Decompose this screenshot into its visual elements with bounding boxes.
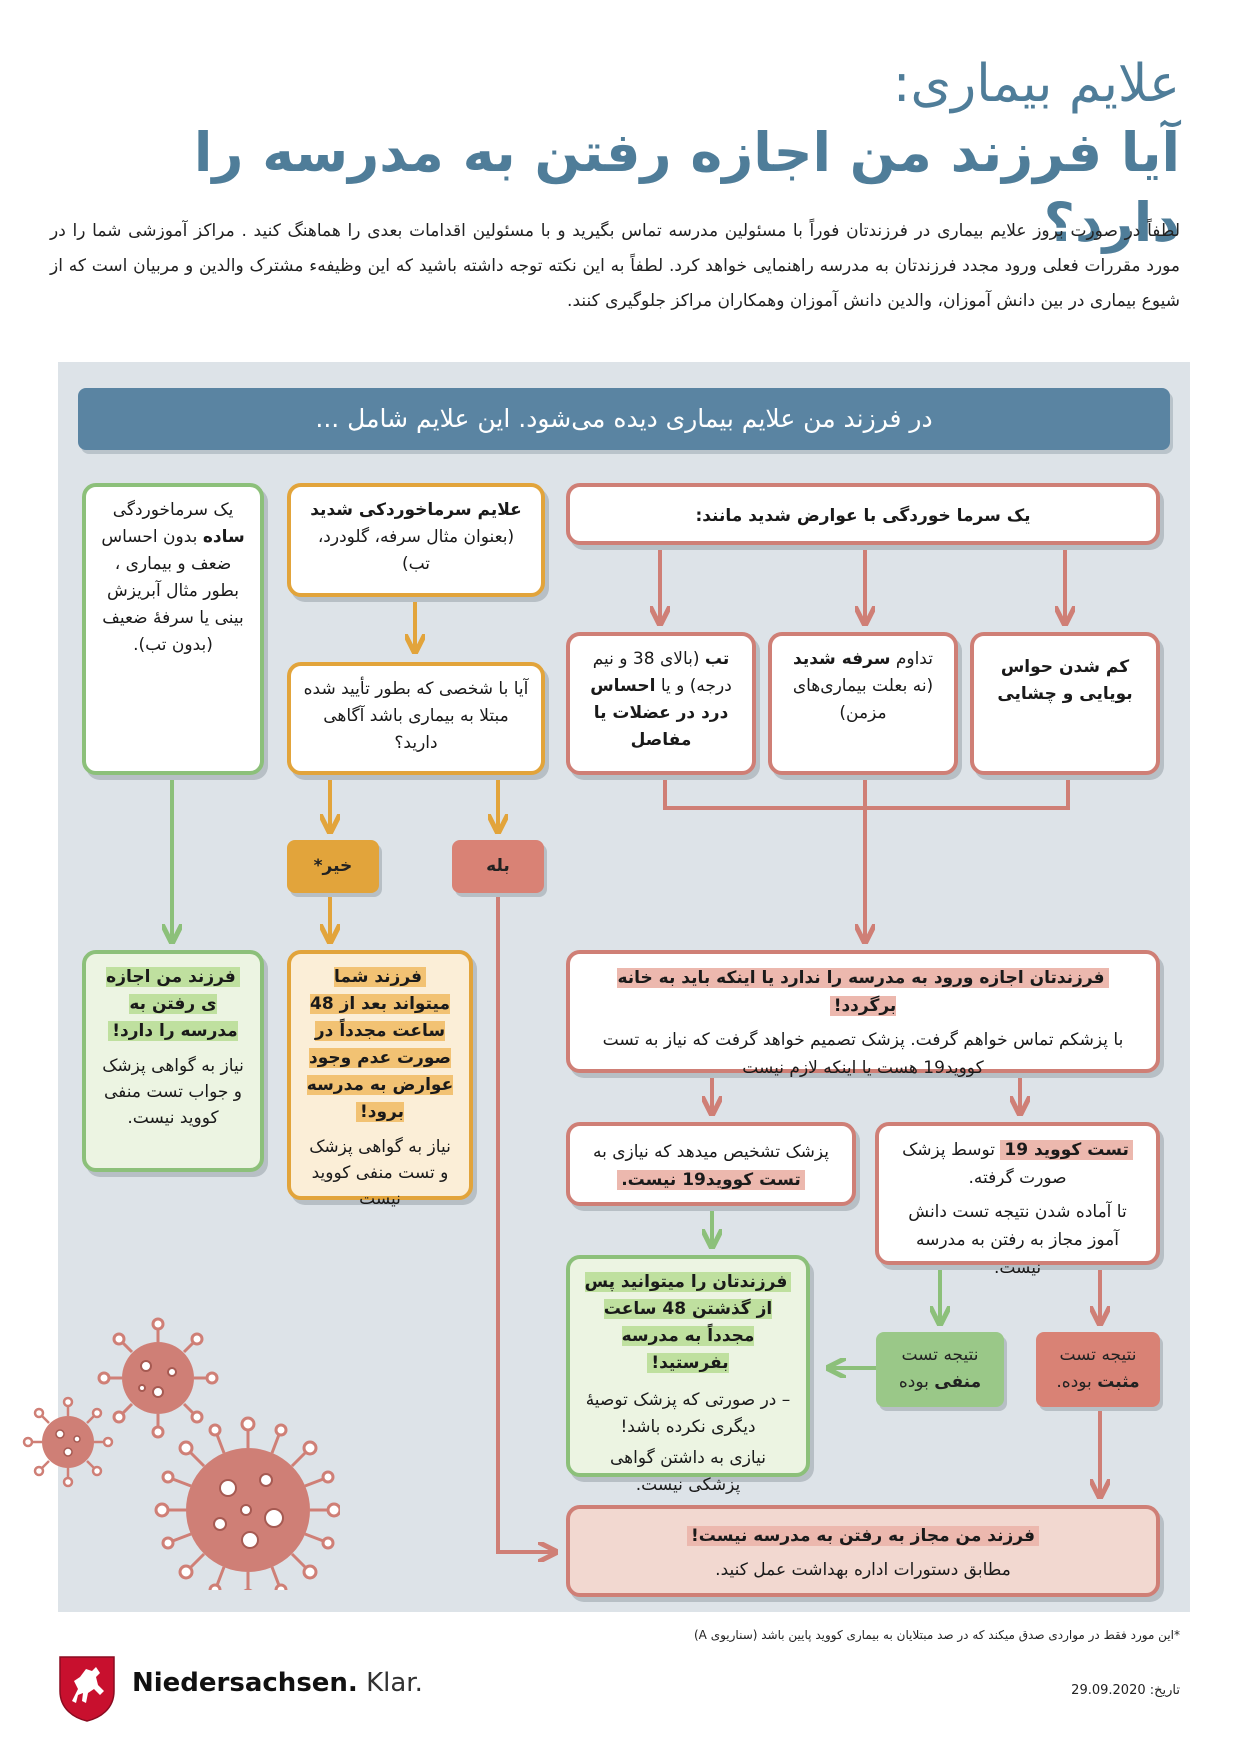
- footnote: *این مورد فقط در مواردی صدق میکند که در …: [693, 1628, 1180, 1642]
- title-line2: آیا فرزند من اجازه رفتن به مدرسه را دارد…: [193, 121, 1180, 254]
- not-allowed-title: فرزند من مجاز به رفتن به مدرسه نیست!: [687, 1526, 1039, 1546]
- mild-cold-bold: ساده: [202, 527, 245, 547]
- title-line1: علایم بیماری:: [892, 54, 1180, 114]
- no-test-hl: تست کووید19 نیست.: [617, 1170, 805, 1190]
- not-allowed-text: مطابق دستورات اداره بهداشت عمل کنید.: [715, 1560, 1011, 1580]
- test-done-box: تست کووید 19 توسط پزشک صورت گرفته. تا آم…: [875, 1122, 1160, 1278]
- severe-symptoms-text: یک سرما خوردگی با عوارض شدید مانند:: [695, 506, 1031, 526]
- contact-question-text: آیا با شخصی که بطور تأیید شده مبتلا به ب…: [303, 679, 529, 753]
- brand-name-main: Niedersachsen.: [132, 1668, 358, 1698]
- mild-cold-pre: یک سرماخوردگی: [112, 500, 234, 520]
- mild-cold-post: بدون احساس ضعف و بیماری ، بطور مثال آبری…: [101, 527, 244, 655]
- symptom-cough-box: تداوم سرفه شدید (نه بعلت بیماری‌های مزمن…: [768, 632, 958, 775]
- outcome-48h-title: فرزند شما میتواند بعد از 48 ساعت مجدداً …: [306, 967, 454, 1122]
- answer-no: خیر*: [287, 840, 379, 893]
- positive-result-box: نتیجه تست مثبت بوده.: [1036, 1332, 1160, 1407]
- date-value: 29.09.2020: [1071, 1683, 1146, 1698]
- outcome-48h-box: فرزند شما میتواند بعد از 48 ساعت مجدداً …: [287, 950, 473, 1209]
- positive-pre: نتیجه تست: [1059, 1345, 1137, 1365]
- return-48h-title: فرزندتان را میتوانید پس از گذشتن 48 ساعت…: [584, 1272, 792, 1373]
- symptom-fever-box: تب (بالای 38 و نیم درجه) و یا احساس درد …: [566, 632, 756, 775]
- doctor-contact-text: با پزشکم تماس خواهم گرفت. پزشک تصمیم خوا…: [602, 1030, 1124, 1078]
- symptom-cough-bold: سرفه شدید: [793, 649, 891, 669]
- doctor-contact-box: فرزندتان اجازه ورود به مدرسه را ندارد یا…: [566, 950, 1160, 1078]
- negative-result-box: نتیجه تست منفی بوده: [876, 1332, 1004, 1407]
- negative-bold: منفی: [934, 1372, 982, 1392]
- horse-logo-icon: [59, 1656, 115, 1722]
- date-label: تاریخ:: [1149, 1683, 1180, 1698]
- return-48h-box: فرزندتان را میتوانید پس از گذشتن 48 ساعت…: [566, 1255, 810, 1495]
- symptom-cough-post: (نه بعلت بیماری‌های مزمن): [792, 676, 934, 723]
- mild-cold-box: یک سرماخوردگی ساده بدون احساس ضعف و بیما…: [82, 483, 264, 775]
- symptom-fever-mid: (بالای 38 و نیم درجه) و یا: [592, 649, 732, 696]
- symptom-fever-bold2: احساس درد در عضلات یا مفاصل: [590, 676, 729, 750]
- positive-post: بوده.: [1056, 1372, 1092, 1392]
- doctor-contact-title: فرزندتان اجازه ورود به مدرسه را ندارد یا…: [617, 968, 1109, 1016]
- test-done-text: تا آماده شدن نتیجه تست دانش آموز مجاز به…: [908, 1202, 1127, 1278]
- test-done-hl: تست کووید 19: [1000, 1140, 1133, 1160]
- outcome-48h-text: نیاز به گواهی پزشک و تست منفی کووید نیست: [309, 1137, 451, 1209]
- negative-pre: نتیجه تست: [901, 1345, 979, 1365]
- no-test-box: پزشک تشخیص میدهد که نیازی به تست کووید19…: [566, 1122, 856, 1206]
- symptoms-header: در فرزند من علایم بیماری دیده می‌شود. ای…: [78, 388, 1170, 450]
- severe-cold-text: (بعنوان مثال سرفه، گلودرد، تب): [317, 527, 515, 574]
- test-done-mid: توسط پزشک صورت گرفته.: [902, 1140, 1067, 1188]
- not-allowed-box: فرزند من مجاز به رفتن به مدرسه نیست! مطا…: [566, 1505, 1160, 1597]
- virus-icon: [22, 1317, 340, 1590]
- answer-yes: بله: [452, 840, 544, 893]
- negative-post: بوده: [898, 1372, 929, 1392]
- positive-bold: مثبت: [1097, 1372, 1140, 1392]
- outcome-mild-title: فرزند من اجازه ی رفتن به مدرسه را دارد!: [106, 967, 240, 1041]
- contact-question-box: آیا با شخصی که بطور تأیید شده مبتلا به ب…: [287, 662, 545, 775]
- symptom-fever-bold1: تب: [704, 649, 730, 669]
- severe-cold-title: علایم سرماخوردکی شدید: [310, 500, 522, 520]
- return-48h-text1: – در صورتی که پزشک توصیۀ دیگری نکرده باش…: [585, 1390, 791, 1437]
- no-test-pre: پزشک تشخیص میدهد که نیازی به: [592, 1142, 830, 1162]
- return-48h-text2: نیازی به داشتن گواهی پزشکی نیست.: [610, 1448, 766, 1495]
- severe-cold-box: علایم سرماخوردکی شدید (بعنوان مثال سرفه،…: [287, 483, 545, 597]
- symptom-smell-box: کم شدن حواس بویایی و چشایی: [970, 632, 1160, 775]
- brand-slogan: Klar.: [366, 1668, 423, 1698]
- severe-symptoms-box: یک سرما خوردگی با عوارض شدید مانند:: [566, 483, 1160, 545]
- outcome-mild-box: فرزند من اجازه ی رفتن به مدرسه را دارد! …: [82, 950, 264, 1172]
- date-block: تاریخ: 29.09.2020: [1071, 1683, 1180, 1698]
- brand-name: Niedersachsen. Klar.: [132, 1668, 423, 1698]
- outcome-mild-text: نیاز به گواهی پزشک و جواب تست منفی کووید…: [102, 1056, 244, 1128]
- intro-text: لطفاً در صورت بروز علایم بیماری در فرزند…: [50, 221, 1180, 311]
- symptom-cough-pre: تداوم: [895, 649, 933, 669]
- symptom-smell-text: کم شدن حواس بویایی و چشایی: [997, 657, 1133, 704]
